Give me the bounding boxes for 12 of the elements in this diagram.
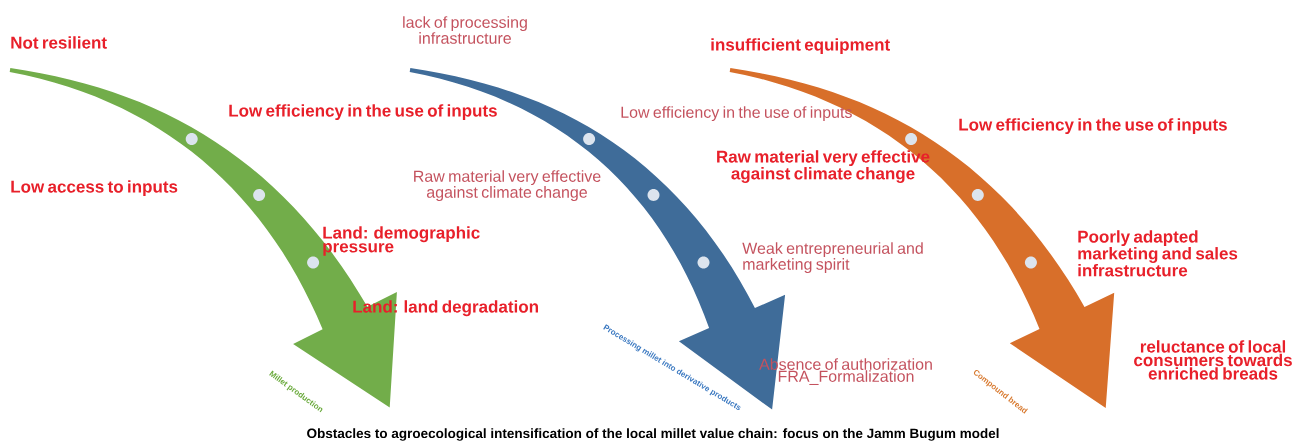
obstacle-text: Raw material very effective against climate change: [414, 170, 601, 202]
obstacle-text: Weak entrepreneurial and marketing spirit: [742, 242, 923, 274]
obstacle-text: Not resilient: [11, 36, 107, 49]
obstacle-text: reluctance of local consumers towards enriched breads: [1134, 340, 1292, 380]
obstacle-text: Low efficiency in the use of inputs: [229, 104, 497, 121]
obstacle-text: Low access to inputs: [11, 180, 178, 197]
obstacle-text: Poorly adapted marketing and sales infrastructure: [1078, 230, 1238, 277]
obstacle-text: lack of processing infrastructure: [403, 16, 527, 44]
obstacle-text: Low efficiency in the use of inputs: [959, 118, 1227, 135]
obstacle-text: Low efficiency in the use of inputs: [621, 106, 852, 122]
obstacle-text: insufficient equipment: [711, 38, 890, 55]
caption: Obstacles to agroecological intensification of the local millet value chain: focus on the Jamm Bugum model: [307, 428, 999, 441]
